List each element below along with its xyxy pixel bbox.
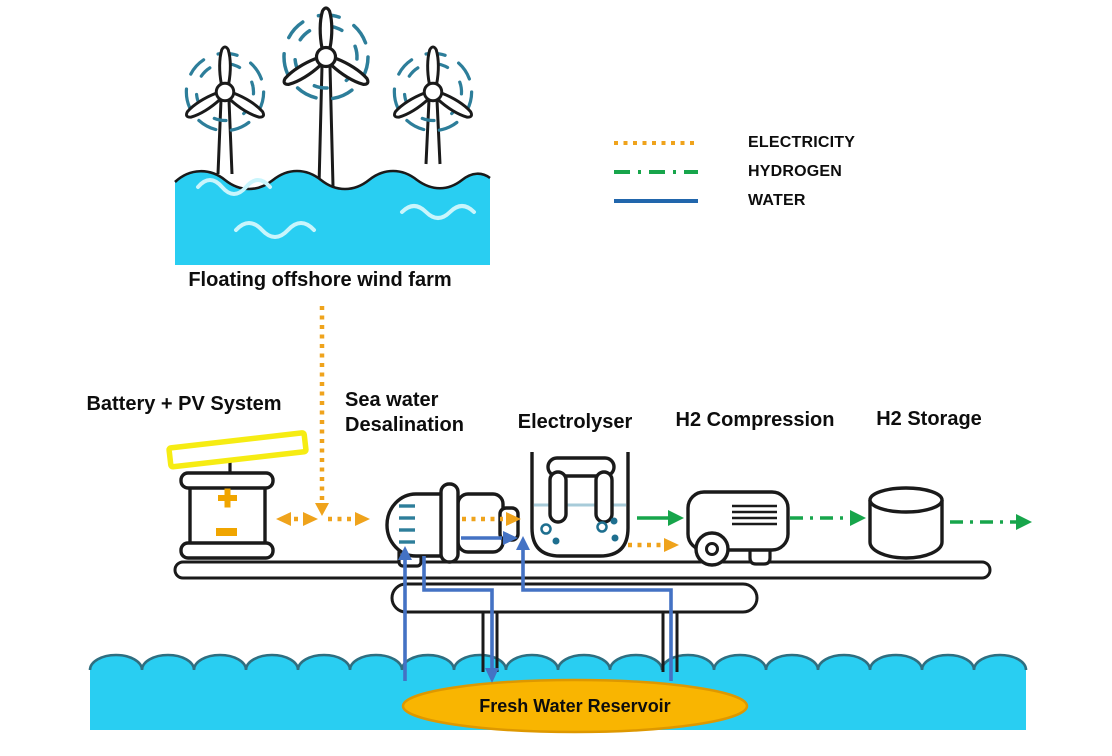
hydrogen-arrowheads xyxy=(668,510,1032,530)
water-line-reservoir-electrolyser xyxy=(521,548,673,681)
desalination-label-line1: Sea water xyxy=(345,389,439,411)
electrolyser-label: Electrolyser xyxy=(517,411,633,433)
wind-turbine-icon xyxy=(184,47,266,131)
desalination-unit-icon xyxy=(385,482,520,568)
battery-plus-minus xyxy=(216,488,237,536)
platform-deck xyxy=(173,560,992,580)
legend-label-electricity: ELECTRICITY xyxy=(748,133,856,151)
battery-pv-label: Battery + PV System xyxy=(86,393,282,415)
legend-swatch-hydrogen-icon xyxy=(614,169,698,174)
legend-item-water: WATER xyxy=(612,186,855,215)
desalination-vents xyxy=(399,504,415,544)
wind-turbine-icon xyxy=(281,8,370,99)
water-arrowheads xyxy=(398,531,530,683)
reservoir-label: Fresh Water Reservoir xyxy=(479,696,671,716)
h2-storage-label: H2 Storage xyxy=(876,408,982,430)
platform-leg-left xyxy=(481,612,499,672)
compressor-vents xyxy=(732,504,777,526)
legend-swatch-electricity-icon xyxy=(614,140,698,145)
wind-farm-label: Floating offshore wind farm xyxy=(188,269,452,291)
battery-icon xyxy=(179,471,275,560)
compressor-icon xyxy=(686,490,790,567)
wave-squiggles xyxy=(196,178,476,239)
water-line-desalination-reservoir xyxy=(422,556,494,670)
h2-storage-icon xyxy=(868,486,944,560)
legend: ELECTRICITY HYDROGEN WATER xyxy=(612,128,855,215)
wind-farm-illustration xyxy=(174,8,491,265)
platform-leg-right xyxy=(661,612,679,672)
legend-item-electricity: ELECTRICITY xyxy=(612,128,855,157)
desalination-label: Sea water Desalination xyxy=(345,388,505,438)
legend-label-hydrogen: HYDROGEN xyxy=(748,162,843,180)
electrolyser-bubbles xyxy=(540,517,619,545)
h2-compression-label: H2 Compression xyxy=(675,409,835,431)
water-flows xyxy=(403,536,673,681)
hydrogen-flows xyxy=(637,516,1016,524)
wind-farm-sea xyxy=(174,169,491,265)
wind-turbine-icon xyxy=(392,47,474,131)
pv-panel-icon xyxy=(166,430,309,470)
legend-item-hydrogen: HYDROGEN xyxy=(612,157,855,186)
electricity-arrowheads xyxy=(276,503,679,552)
reservoir-ellipse xyxy=(401,678,749,734)
electricity-flows xyxy=(294,306,661,548)
battery-pv-icon xyxy=(166,430,309,560)
legend-label-water: WATER xyxy=(748,191,806,209)
desalination-label-line2: Desalination xyxy=(345,414,464,436)
electrolyser-icon xyxy=(530,452,630,558)
legend-swatch-water-icon xyxy=(614,198,698,203)
